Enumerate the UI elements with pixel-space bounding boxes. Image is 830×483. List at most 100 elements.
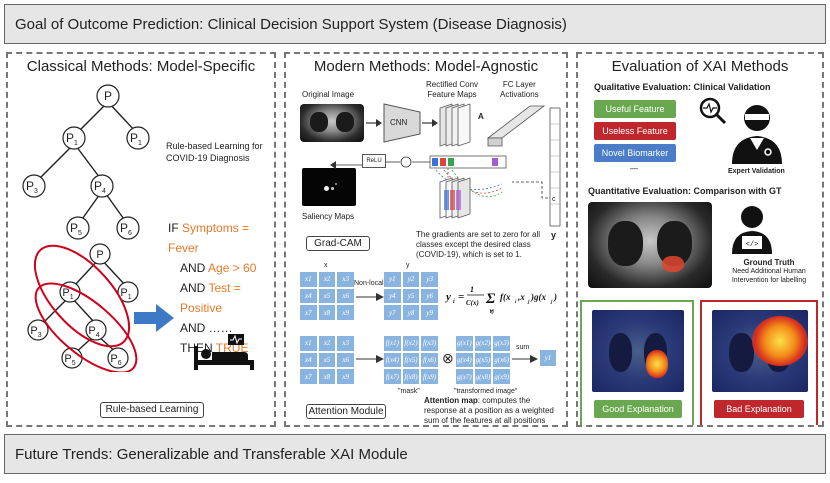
attention-note: Attention map: computes the response at … [424, 396, 554, 425]
saliency-label: Saliency Maps [302, 212, 355, 221]
fc-label: FC Layer Activations [500, 80, 539, 99]
patient-bed-icon [194, 334, 254, 370]
relu-box: ReLU [362, 154, 386, 168]
bad-heatmap-image [712, 310, 808, 392]
svg-text:Σ: Σ [485, 291, 496, 307]
sum-label: sum [516, 344, 530, 351]
svg-text:=: = [458, 291, 464, 303]
good-explanation-card: Good Explanation [580, 300, 694, 425]
page-title: Goal of Outcome Prediction: Clinical Dec… [15, 15, 567, 33]
rule-condition: Age > 60 [208, 261, 257, 275]
svg-text:f(x: f(x [500, 292, 511, 302]
bad-explanation-card: Bad Explanation [700, 300, 818, 425]
original-image-label: Original Image [302, 90, 355, 99]
svg-text:i: i [515, 300, 517, 305]
modern-title: Modern Methods: Model-Agnostic [313, 58, 539, 75]
rule-text: IF Symptoms = Fever AND Age > 60 AND Tes… [168, 221, 257, 355]
arrow-icon [512, 355, 538, 363]
rule-condition: Symptoms = Fever [168, 221, 250, 255]
magnifier-icon [699, 97, 727, 125]
gradcam-note: The gradients are set to zero for all cl… [416, 230, 541, 259]
svg-text:P1: P1 [120, 287, 131, 301]
svg-text:1: 1 [470, 285, 474, 294]
rectified-label: Rectified Conv Feature Maps [426, 80, 479, 99]
rule-condition: Test = Positive [180, 281, 241, 315]
modern-panel: Modern Methods: Model-Agnostic Original … [284, 52, 568, 427]
feature-maps-stack [439, 103, 471, 147]
tree-diagram: P P1 P1 P3 P4 P5 P6 [22, 84, 150, 240]
svg-text:)g(x: )g(x [530, 292, 546, 302]
arrow-icon [330, 161, 362, 169]
svg-text:,x: ,x [517, 292, 525, 302]
y-grid-label: y [406, 262, 410, 269]
transformed-grid: g(x1)g(x2)g(x3) g(x4)g(x5)g(x6) g(x7)g(x… [456, 336, 510, 384]
good-heatmap-image [592, 310, 684, 392]
svg-text:j: j [550, 300, 553, 305]
rule-caption: Rule-based Learning for COVID-19 Diagnos… [166, 141, 263, 163]
svg-text:∀j: ∀j [489, 309, 494, 315]
useless-feature-badge: Useless Feature [594, 122, 676, 140]
transformed-label: "transformed image" [454, 388, 518, 395]
matrix-a-label: A [478, 112, 484, 121]
svg-text:): ) [553, 292, 557, 302]
evaluation-title: Evaluation of XAI Methods [611, 58, 789, 75]
sum-output: y1 [540, 350, 556, 366]
svg-text:i: i [453, 299, 455, 305]
gradient-maps-stack [439, 177, 471, 219]
class-c-label: c [552, 196, 556, 203]
qualitative-title: Qualitative Evaluation: Clinical Validat… [594, 82, 771, 92]
svg-text:P3: P3 [30, 325, 41, 339]
y-output-label: y [551, 230, 557, 240]
mask-grid: f(x1)f(x2)f(x3) f(x4)f(x5)f(x6) f(x7)f(x… [384, 336, 438, 384]
cnn-block [383, 103, 421, 143]
svg-text:P1: P1 [62, 287, 73, 301]
svg-text:P6: P6 [110, 353, 121, 367]
arrow-icon [356, 355, 384, 363]
annotator-icon: </> [732, 206, 772, 254]
header-banner: Goal of Outcome Prediction: Clinical Dec… [4, 4, 826, 44]
gradcam-label: Grad-CAM [306, 236, 370, 251]
footer-banner: Future Trends: Generalizable and Transfe… [4, 434, 826, 474]
fc-layer [486, 105, 546, 147]
activation-vector [549, 107, 561, 227]
ground-truth-label: Ground Truth Need Additional Human Inter… [731, 258, 807, 284]
svg-text:P: P [104, 89, 112, 103]
classical-title: Classical Methods: Model-Specific [26, 58, 256, 75]
expert-validation-label: Expert Validation [728, 168, 785, 175]
quantitative-title: Quantitative Evaluation: Comparison with… [588, 186, 782, 196]
classical-panel: Classical Methods: Model-Specific P P1 P… [6, 52, 276, 427]
novel-biomarker-badge: Novel Biomarker [594, 144, 676, 162]
more-items-dash: — [630, 164, 638, 173]
future-trends-title: Future Trends: Generalizable and Transfe… [15, 445, 408, 463]
arrow-icon [356, 293, 384, 301]
useful-feature-badge: Useful Feature [594, 100, 676, 118]
svg-text:C(x): C(x) [466, 299, 479, 307]
evaluation-panel: Evaluation of XAI Methods Qualitative Ev… [576, 52, 824, 427]
original-ct-image [300, 104, 364, 142]
arrow-icon [422, 119, 438, 127]
multiply-icon: ⊗ [442, 350, 454, 366]
highlighted-tree: P P1 P1 P3 P4 P5 P6 [27, 243, 139, 372]
svg-text:P: P [96, 249, 103, 261]
cnn-label: CNN [390, 118, 408, 127]
saliency-map-image [302, 168, 356, 206]
gradient-flow [386, 155, 548, 199]
svg-text:P5: P5 [64, 353, 75, 367]
rule-based-learning-label: Rule-based Learning [100, 402, 204, 418]
arrow-icon [366, 119, 382, 127]
svg-text:j: j [527, 300, 530, 305]
doctor-icon [732, 105, 782, 164]
mask-label: "mask" [398, 388, 420, 395]
svg-text:y: y [444, 291, 451, 303]
attention-module-label: Attention Module [306, 404, 386, 419]
bad-explanation-badge: Bad Explanation [714, 400, 804, 418]
ground-truth-ct-image [588, 202, 712, 288]
arrow-right-icon [134, 304, 174, 332]
nonlocal-label: Non-local [354, 280, 384, 287]
svg-text:P4: P4 [88, 325, 99, 339]
good-explanation-badge: Good Explanation [594, 400, 682, 418]
